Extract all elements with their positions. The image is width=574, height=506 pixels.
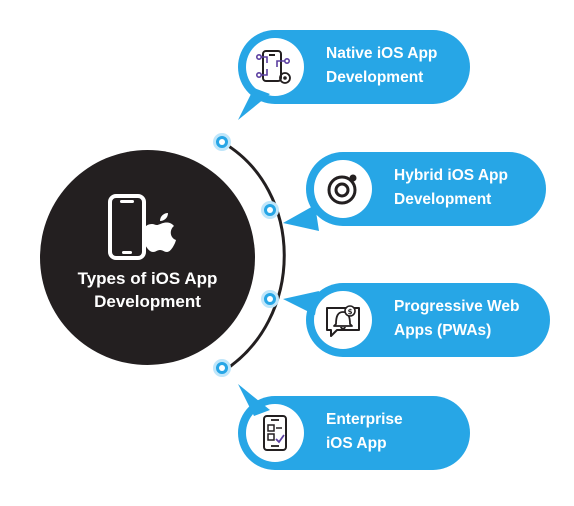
card-tail [283, 291, 319, 315]
connector-dot [213, 359, 231, 377]
type-card-enterprise: Enterprise iOS App [238, 396, 470, 470]
type-label: Native iOS App Development [326, 45, 438, 86]
type-card-hybrid: Hybrid iOS App Development [306, 152, 546, 226]
card-tail [238, 384, 270, 416]
notification-bell-icon: $ [314, 291, 372, 349]
connector-dot [261, 201, 279, 219]
type-card-pwa: $ Progressive Web Apps (PWAs) [306, 283, 550, 357]
type-label: Hybrid iOS App Development [394, 167, 508, 208]
card-tail [238, 88, 270, 120]
svg-text:$: $ [348, 308, 353, 316]
ionic-icon [314, 160, 372, 218]
mobile-circuit-icon [246, 38, 304, 96]
connector-dot [261, 290, 279, 308]
hub-circle: Types of iOS App Development [40, 150, 255, 365]
card-tail [283, 205, 319, 231]
iphone-apple-icon [108, 194, 188, 269]
type-label: Progressive Web Apps (PWAs) [394, 298, 520, 339]
type-label: Enterprise iOS App [326, 411, 403, 452]
type-card-native: Native iOS App Development [238, 30, 470, 104]
connector-dot [213, 133, 231, 151]
hub-title: Types of iOS App Development [77, 269, 218, 311]
